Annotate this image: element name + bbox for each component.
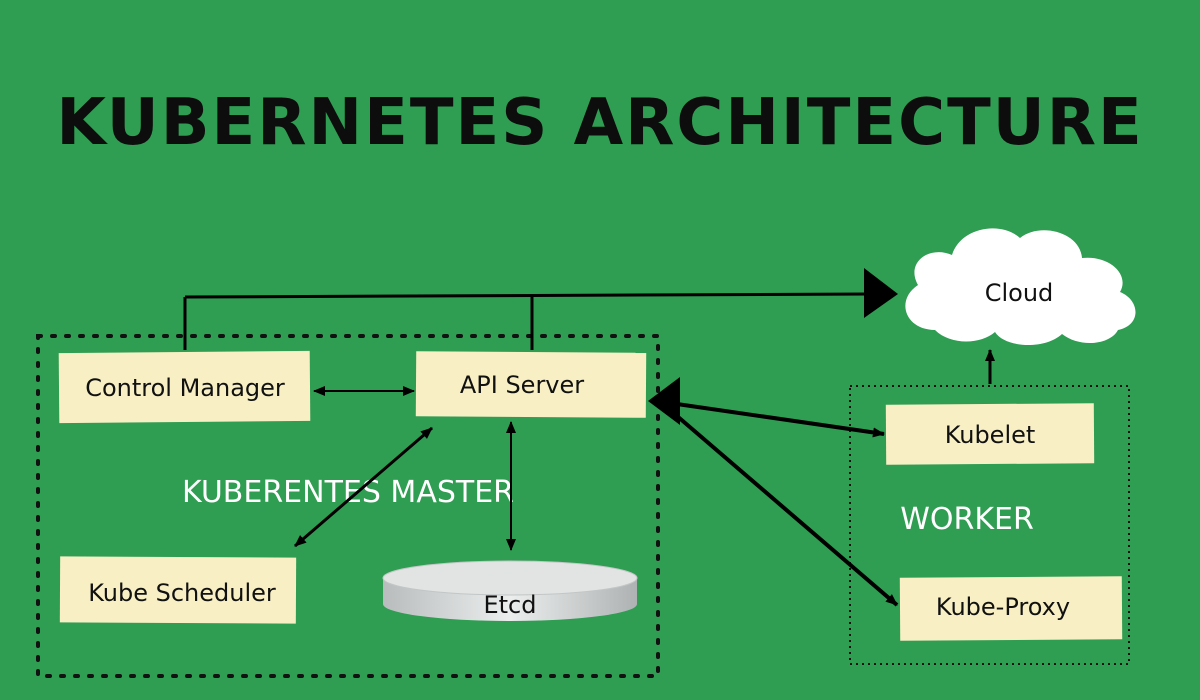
worker-label: WORKER (900, 502, 1034, 537)
cloud-node: Cloud (905, 228, 1136, 346)
kube-proxy-node: Kube-Proxy (899, 576, 1123, 641)
api-server-label: API Server (460, 371, 584, 399)
etcd-label: Etcd (483, 591, 536, 619)
kubelet-node: Kubelet (885, 403, 1095, 465)
master-label: KUBERENTES MASTER (182, 475, 514, 510)
etcd-disk-top (382, 560, 638, 596)
kube-scheduler-node: Kube Scheduler (59, 556, 297, 624)
api-server-worker-arrowhead (648, 377, 680, 425)
api-server-node: API Server (415, 351, 647, 418)
api-server-box (415, 351, 647, 418)
cloud-shape (905, 228, 1136, 346)
control-manager-label: Control Manager (85, 374, 285, 402)
master-boundary (36, 334, 660, 678)
arrow-api-server-kube-scheduler (294, 426, 433, 548)
cloud-label: Cloud (985, 279, 1054, 307)
cloud-connector (183, 268, 898, 350)
kube-scheduler-label: Kube Scheduler (88, 579, 276, 607)
kube-scheduler-box (59, 556, 297, 624)
arrow-api-server-kubelet (669, 401, 885, 438)
kubelet-label: Kubelet (945, 421, 1036, 449)
cloud-arrowhead (864, 268, 898, 318)
etcd-node: Etcd (382, 560, 638, 621)
kube-proxy-label: Kube-Proxy (936, 593, 1070, 621)
kube-proxy-box (899, 576, 1123, 641)
diagram-title: KUBERNETES ARCHITECTURE (56, 86, 1144, 160)
kubelet-box (885, 403, 1095, 465)
control-manager-box (58, 350, 311, 424)
control-manager-node: Control Manager (58, 350, 311, 424)
arrow-api-server-kube-proxy (668, 408, 899, 607)
worker-boundary (849, 385, 1130, 665)
